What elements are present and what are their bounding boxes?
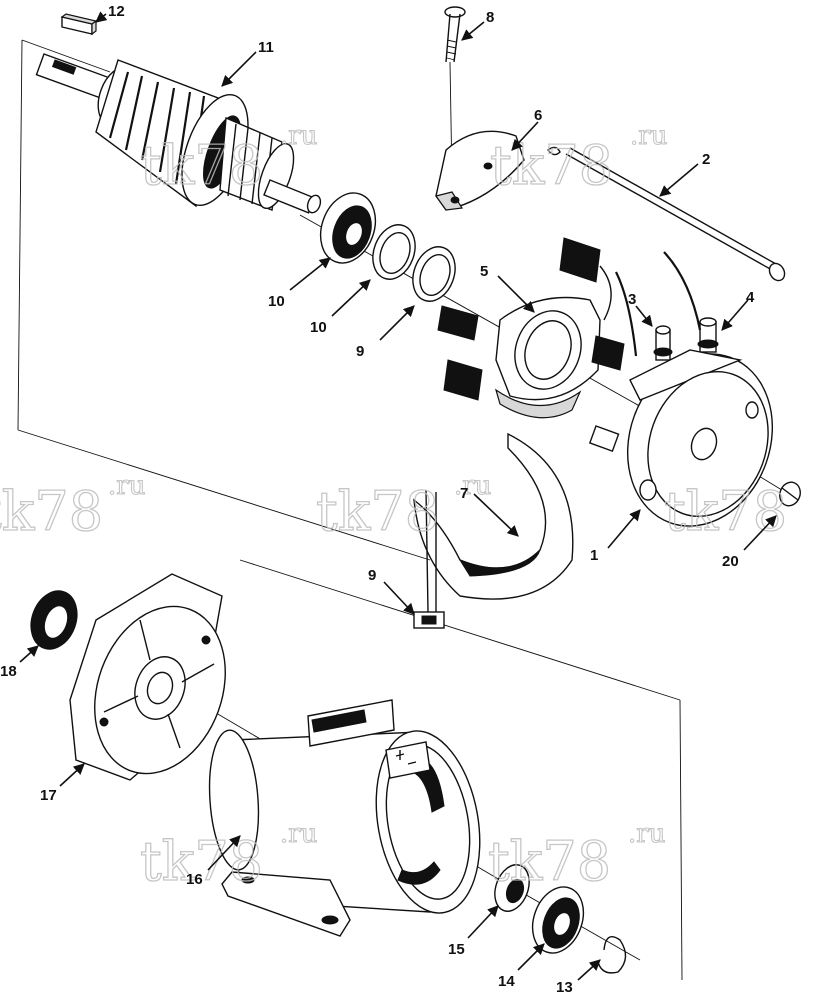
watermark-7-suffix: .ru: [628, 819, 665, 849]
watermark-5: tk78: [664, 480, 787, 543]
callout-6: 6: [534, 107, 542, 124]
part-20-screw: [779, 481, 801, 507]
part-16-bushing: [494, 864, 530, 912]
watermark-6-suffix: .ru: [280, 819, 317, 849]
callout-14: 13: [556, 979, 573, 996]
callout-1: 1: [590, 547, 598, 564]
part-9-clip: [413, 489, 445, 629]
end-bell-ribs: [103, 619, 215, 749]
callout-4: 4: [746, 289, 755, 306]
polarity-plate: [385, 741, 431, 779]
part-2-through-bolt: [565, 147, 786, 282]
brush-blocks: [437, 237, 625, 401]
watermark-3-suffix: .ru: [108, 471, 145, 501]
callout-17: 16: [186, 871, 203, 888]
part-12-armature: [35, 53, 322, 214]
assembly-plane-lines: [17, 39, 683, 981]
watermarks: tk78 .ru tk78 .ru tk78 .ru tk78 .ru tk78…: [0, 120, 788, 893]
callout-13: 12: [108, 3, 125, 20]
callout-8: 8: [486, 9, 494, 26]
part-6-clip: [434, 130, 561, 211]
callout-18: 17: [40, 787, 57, 804]
callout-3: 3: [628, 291, 636, 308]
callout-5: 5: [480, 263, 488, 280]
part-14-retaining-ring: [597, 936, 627, 974]
part-1-end-cap: [588, 349, 774, 527]
callout-19: 18: [0, 663, 17, 680]
callout-labels: 12 11 8 6 2 5 3 4 10 10 9 7 1 20 9 18 17…: [0, 3, 755, 996]
callout-16: 15: [448, 941, 465, 958]
part-10-washer-a: [372, 224, 416, 280]
part-13-key: [60, 13, 98, 36]
watermark-4: tk78: [316, 480, 439, 543]
part-10-washer-b: [412, 246, 456, 302]
callout-9: 9: [368, 567, 376, 584]
mounting-foot: [221, 871, 351, 937]
part-11-bearing: [319, 192, 377, 264]
watermark-4-suffix: .ru: [454, 471, 491, 501]
watermark-6: tk78: [140, 830, 263, 893]
part-7-magnet: [413, 432, 574, 600]
callout-10-a: 10: [310, 319, 327, 336]
part-8-screw: [444, 6, 466, 181]
part-19-seal: [30, 590, 78, 650]
callout-15: 14: [498, 973, 515, 990]
watermark-1-suffix: .ru: [280, 121, 317, 151]
watermark-7: tk78: [488, 830, 611, 893]
part-18-end-bell: [69, 573, 226, 781]
callout-7: 7: [460, 485, 468, 502]
part-5-brush-holder: [437, 237, 625, 419]
part-17-housing: [208, 699, 481, 914]
watermark-2-suffix: .ru: [630, 121, 667, 151]
part-15-bearing: [531, 886, 585, 954]
part-3-terminal: [653, 325, 673, 361]
callout-20: 20: [722, 553, 739, 570]
part-4-terminal: [697, 317, 719, 353]
watermark-3: tk78: [0, 480, 103, 543]
lead-wires: [615, 251, 702, 357]
callout-leaders: [19, 11, 777, 981]
watermark-1: tk78: [140, 134, 263, 197]
watermark-2: tk78: [490, 134, 613, 197]
screw-threads: [446, 39, 457, 61]
nameplate: [307, 699, 395, 747]
callout-12: 11: [258, 39, 274, 56]
callout-11: 10: [268, 293, 285, 310]
callout-10-b: 9: [356, 343, 364, 360]
callout-2: 2: [702, 151, 710, 168]
